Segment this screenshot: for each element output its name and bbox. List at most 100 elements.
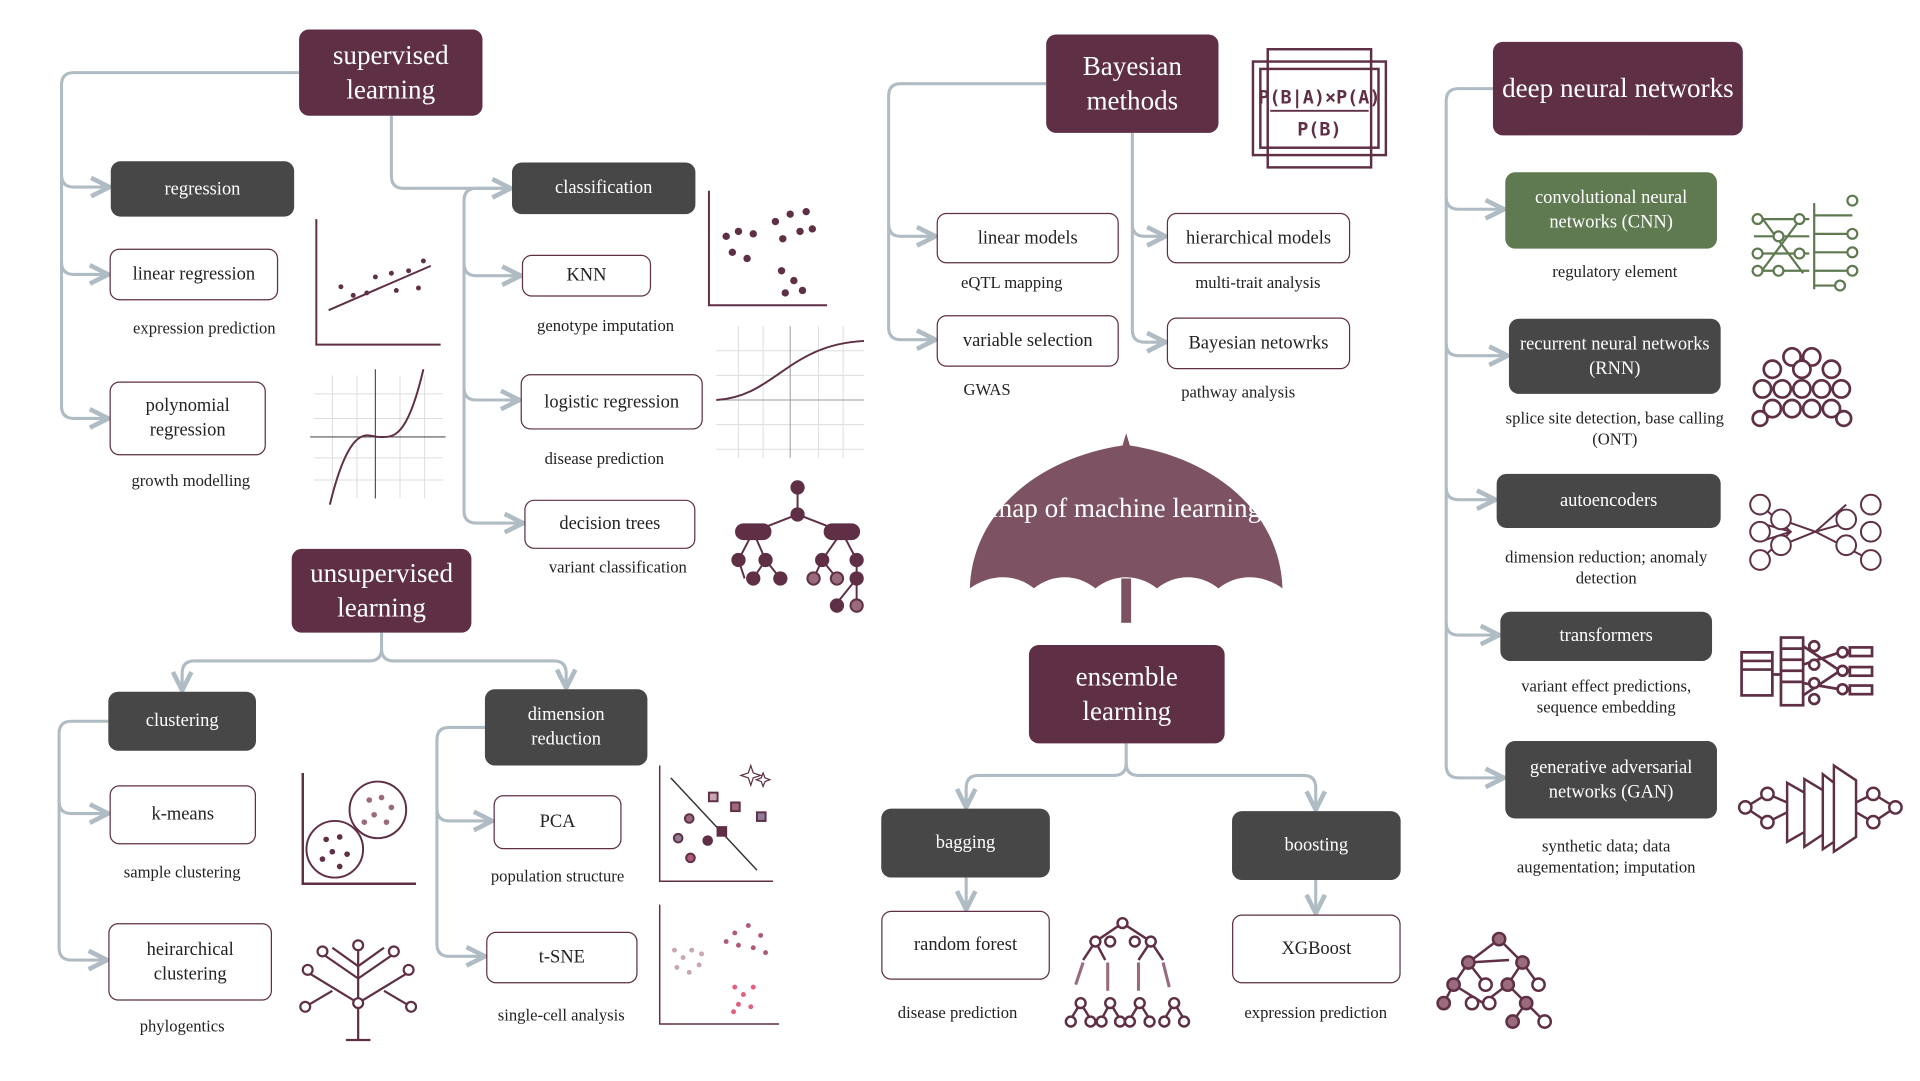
node-linreg[interactable]: linear regression [109,248,279,301]
caption-gan: synthetic data; data augementation; impu… [1516,836,1696,877]
caption-knn: genotype imputation [537,316,675,335]
caption-logreg: disease prediction [544,449,665,468]
random-forest-icon [1064,916,1191,1028]
node-ae[interactable]: autoencoders [1496,473,1721,529]
caption-pca: population structure [490,866,625,885]
caption-rf: disease prediction [897,1003,1018,1022]
caption-hiermod: multi-trait analysis [1195,273,1321,292]
node-label: regression [164,179,241,199]
node-logreg[interactable]: logistic regression [520,374,703,430]
caption-linreg: expression prediction [133,318,276,338]
node-polyreg[interactable]: polynomial regression [109,381,266,456]
node-label: linear regression [132,264,256,285]
node-classification[interactable]: classification [512,162,696,215]
node-label: generative adversarial networks (GAN) [1529,757,1693,802]
node-hiermod[interactable]: hierarchical models [1166,212,1351,264]
node-label: polynomial regression [145,396,230,441]
svg-text:P(B): P(B) [1297,119,1341,140]
node-unsupervised[interactable]: unsupervised learning [291,548,472,633]
node-label: boosting [1284,835,1349,856]
kmeans-icon [301,772,417,885]
node-label: Bayesian methods [1082,50,1182,116]
node-bayes[interactable]: Bayesian methods [1046,34,1219,133]
caption-linmod: eQTL mapping [961,273,1063,292]
node-label: recurrent neural networks (RNN) [1519,334,1710,379]
node-hclust[interactable]: heirarchical clustering [108,923,273,1001]
node-label: decision trees [559,514,661,535]
phylogenetic-tree-icon [299,939,418,1042]
node-label: XGBoost [1281,939,1352,959]
caption-transformers: variant effect predictions, sequence emb… [1521,676,1692,717]
node-label: classification [554,178,653,199]
node-label: clustering [145,711,219,732]
node-label: ensemble learning [1075,660,1178,727]
node-dtrees[interactable]: decision trees [524,499,696,549]
node-bagging[interactable]: bagging [881,808,1050,878]
umbrella-icon [969,433,1283,623]
autoencoder-icon [1749,493,1882,571]
bayes-formula-icon: P(B|A)×P(A) P(B) [1251,48,1388,169]
transformer-icon [1740,636,1874,707]
node-label: PCA [539,812,576,833]
caption-kmeans: sample clustering [123,862,241,882]
node-rnn[interactable]: recurrent neural networks (RNN) [1508,318,1721,394]
node-label: Bayesian netowrks [1188,333,1329,354]
caption-hclust: phylogentics [139,1016,225,1036]
map-title: map of machine learning [991,492,1262,524]
node-gan[interactable]: generative adversarial networks (GAN) [1505,740,1717,819]
node-label: t-SNE [538,947,585,968]
node-supervised[interactable]: supervised learning [299,29,483,116]
node-label: supervised learning [332,39,449,105]
sigmoid-curve-icon [716,326,865,458]
node-dnn[interactable]: deep neural networks [1492,41,1743,136]
node-label: variable selection [962,331,1093,351]
node-label: hierarchical models [1185,228,1332,249]
node-label: transformers [1559,626,1653,647]
node-label: autoencoders [1559,491,1658,511]
cluster-scatter-icon [707,190,828,307]
node-linmod[interactable]: linear models [936,212,1119,264]
node-transformers[interactable]: transformers [1500,611,1713,661]
polynomial-curve-icon [310,369,446,505]
node-bnet[interactable]: Bayesian netowrks [1166,317,1351,370]
node-tsne[interactable]: t-SNE [486,931,638,984]
node-kmeans[interactable]: k-means [109,785,257,845]
node-label: unsupervised learning [310,557,453,623]
svg-text:P(B|A)×P(A): P(B|A)×P(A) [1258,87,1380,108]
node-dimred[interactable]: dimension reduction [484,689,648,766]
node-boosting[interactable]: boosting [1232,811,1401,881]
cnn-icon[interactable] [1751,194,1859,292]
caption-cnn: regulatory element [1552,262,1678,281]
node-ensemble[interactable]: ensemble learning [1028,644,1225,744]
caption-xgb: expression prediction [1244,1003,1388,1022]
node-label: KNN [566,265,607,286]
caption-bnet: pathway analysis [1181,382,1296,402]
node-label: deep neural networks [1502,72,1734,104]
node-label: random forest [914,935,1018,956]
node-label: logistic regression [544,392,680,412]
node-label: heirarchical clustering [146,939,234,985]
caption-rnn: splice site detection, base calling (ONT… [1505,408,1724,449]
node-knn[interactable]: KNN [521,254,652,297]
node-cnn[interactable]: convolutional neural networks (CNN) [1505,172,1717,249]
node-label: convolutional neural networks (CNN) [1534,188,1688,233]
boosting-tree-icon [1436,931,1553,1029]
node-xgb[interactable]: XGBoost [1232,914,1401,984]
node-pca[interactable]: PCA [493,795,622,850]
node-rf[interactable]: random forest [881,910,1050,980]
gan-icon [1737,763,1903,855]
tsne-icon [658,904,780,1025]
node-label: bagging [935,833,996,853]
decision-tree-icon [731,480,864,613]
caption-polyreg: growth modelling [131,471,251,490]
node-regression[interactable]: regression [110,161,295,217]
caption-dtrees: variant classification [548,557,687,577]
caption-ae: dimension reduction; anomaly detection [1505,547,1708,588]
pca-icon [658,763,773,882]
node-label: linear models [977,228,1078,249]
node-clustering[interactable]: clustering [108,691,257,751]
node-varsel[interactable]: variable selection [936,315,1119,367]
